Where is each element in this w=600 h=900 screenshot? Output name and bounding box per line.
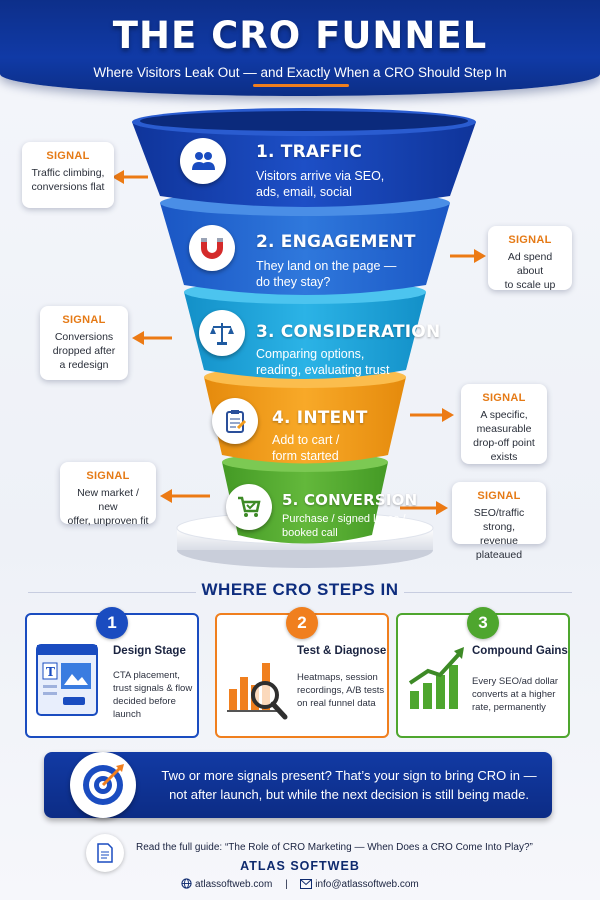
tier-consideration: 3. CONSIDERATION Comparing options,readi… <box>256 322 440 378</box>
page-title: THE CRO FUNNEL <box>112 14 488 57</box>
funnel-tier-intent <box>204 377 406 464</box>
clipboard-icon <box>212 398 258 444</box>
step-title: Compound Gains <box>472 645 568 657</box>
signal-label: SIGNAL <box>477 490 521 502</box>
brand-name: ATLAS SOFTWEB <box>240 859 360 873</box>
tier-description: Comparing options,reading, evaluating tr… <box>256 347 390 377</box>
tier-intent: 4. INTENT Add to cart /form started <box>272 408 368 464</box>
chart-magnifier-icon <box>227 663 288 720</box>
funnel-tier-engagement <box>160 203 450 295</box>
mail-icon <box>300 878 315 891</box>
section-title: WHERE CRO STEPS IN <box>201 580 399 599</box>
signal-label: SIGNAL <box>46 150 90 162</box>
guide-link[interactable]: Read the full guide: “The Role of CRO Ma… <box>136 842 533 853</box>
web-design-icon: T <box>36 644 98 716</box>
banner-text: Two or more signals present? That’s your… <box>161 768 537 802</box>
step-title: Test & Diagnose <box>297 645 387 657</box>
signal-label: SIGNAL <box>62 314 106 326</box>
growth-chart-icon <box>408 647 464 709</box>
signal-label: SIGNAL <box>482 392 526 404</box>
target-icon <box>70 752 136 818</box>
contact-line: atlassoftweb.com | info@atlassoftweb.com <box>0 878 600 891</box>
globe-icon <box>181 878 195 891</box>
step-number: 1 <box>96 607 128 639</box>
funnel-tier-consideration <box>184 292 426 379</box>
divider-right <box>404 592 572 593</box>
tier-description: Purchase / signed lease /booked call <box>282 513 406 539</box>
signal-label: SIGNAL <box>508 234 552 246</box>
email-link[interactable]: info@atlassoftweb.com <box>315 879 419 890</box>
users-icon <box>180 138 226 184</box>
scales-icon <box>199 310 245 356</box>
svg-text:T: T <box>46 665 55 679</box>
cro-section-heading: WHERE CRO STEPS IN <box>0 580 600 600</box>
step-number: 2 <box>286 607 318 639</box>
page-subtitle: Where Visitors Leak Out — and Exactly Wh… <box>93 65 507 80</box>
signal-text: SEO/traffic strong,revenue plateaued <box>473 507 525 561</box>
step-card-design: 1 T Design Stage CTA placement,trust sig… <box>25 607 199 738</box>
tier-description: Add to cart /form started <box>272 433 340 463</box>
tier-conversion: 5. CONVERSION Purchase / signed lease /b… <box>282 491 417 540</box>
header-banner: THE CRO FUNNEL Where Visitors Leak Out —… <box>0 0 600 96</box>
magnet-icon <box>189 225 235 271</box>
signal-card-conversion-right: SIGNAL SEO/traffic strong,revenue platea… <box>452 482 546 561</box>
document-icon <box>86 834 124 872</box>
tier-engagement: 2. ENGAGEMENT They land on the page —do … <box>256 232 416 290</box>
signal-arrows <box>112 170 486 515</box>
tier-title: 5. CONVERSION <box>282 491 418 509</box>
tier-traffic: 1. TRAFFIC Visitors arrive via SEO,ads, … <box>256 142 384 200</box>
signal-card-traffic: SIGNAL Traffic climbing,conversions flat <box>22 142 114 208</box>
divider-left <box>28 592 196 593</box>
website-link[interactable]: atlassoftweb.com <box>195 879 273 890</box>
cart-icon <box>226 484 272 530</box>
title-underline <box>253 84 349 87</box>
funnel-opening <box>140 111 468 131</box>
separator: | <box>285 879 288 890</box>
tier-title: 4. INTENT <box>272 408 368 428</box>
step-title: Design Stage <box>113 645 186 657</box>
signal-label: SIGNAL <box>86 470 130 482</box>
step-number: 3 <box>467 607 499 639</box>
tier-title: 1. TRAFFIC <box>256 142 363 162</box>
funnel-graphic <box>112 108 486 568</box>
tier-title: 2. ENGAGEMENT <box>256 232 416 252</box>
tier-description: Visitors arrive via SEO,ads, email, soci… <box>256 169 385 199</box>
tier-description: They land on the page —do they stay? <box>256 259 397 289</box>
signal-text: Traffic climbing,conversions flat <box>31 167 105 193</box>
tier-title: 3. CONSIDERATION <box>256 322 441 342</box>
